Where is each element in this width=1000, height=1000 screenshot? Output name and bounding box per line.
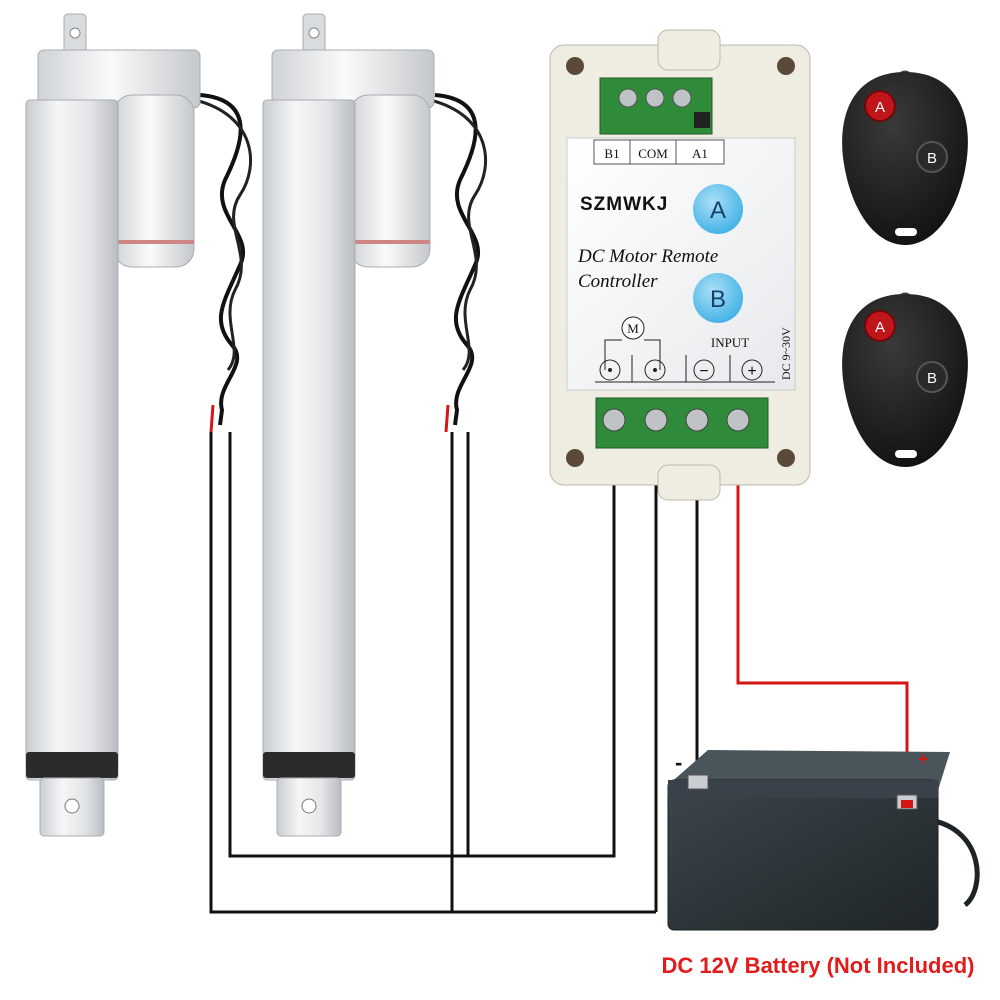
battery-negative-terminal [687, 774, 709, 790]
input-label: INPUT [711, 335, 749, 350]
terminal-screw[interactable] [726, 408, 750, 432]
wire-controller-m2 [468, 430, 616, 858]
remote-2-button-b-label: B [927, 370, 937, 387]
remote-1-button-a-label: A [875, 99, 885, 116]
title-line-2: Controller [578, 271, 658, 292]
controller-button-a[interactable] [693, 184, 743, 234]
actuator-2-cable [434, 93, 480, 426]
battery-plus-label: + [918, 749, 929, 769]
mounting-hole [777, 57, 795, 75]
wire-motor-a [209, 432, 454, 914]
battery-handle [929, 817, 980, 907]
remote-key-fob-1: A B [842, 70, 968, 245]
battery-12v: - + [667, 749, 980, 931]
controller-button-b[interactable] [693, 273, 743, 323]
battery-minus-label: - [675, 750, 682, 775]
mounting-hole [566, 57, 584, 75]
minus-symbol: − [699, 363, 708, 380]
wire-motor-b [228, 432, 470, 858]
title-line-1: DC Motor Remote [577, 246, 718, 267]
motor-symbol [621, 316, 645, 340]
terminal-b1-label: B1 [604, 146, 619, 161]
plus-symbol: + [747, 363, 756, 380]
remote-1-button-b[interactable] [916, 141, 948, 173]
wire-end-red [209, 404, 215, 433]
mounting-hole [777, 449, 795, 467]
battery-caption: DC 12V Battery (Not Included) [662, 953, 975, 978]
remote-2-button-b[interactable] [916, 361, 948, 393]
terminal-screw[interactable] [644, 408, 668, 432]
remote-2-button-a-label: A [875, 319, 885, 336]
controller-button-b-label: B [710, 286, 726, 313]
wire-end-red [444, 404, 450, 433]
remote-1-button-a[interactable] [864, 90, 896, 122]
controller-button-a-label: A [710, 197, 726, 224]
remote-controller-box: B1 COM A1 SZMWKJ A DC Motor Remote Contr… [549, 29, 811, 501]
actuator-1-cable [199, 93, 245, 426]
terminal-screw[interactable] [602, 408, 626, 432]
remote-key-fob-2: A B [842, 292, 968, 467]
linear-actuator-1 [25, 13, 201, 837]
wire-battery-positive [736, 430, 909, 802]
actuator-2-cable-loop [429, 98, 487, 371]
remote-1-button-b-label: B [927, 150, 937, 167]
terminal-a1-label: A1 [692, 146, 708, 161]
remote-2-button-a[interactable] [864, 310, 896, 342]
actuator-1-cable-loop [194, 98, 252, 371]
linear-actuator-2 [262, 13, 435, 837]
terminal-screw[interactable] [685, 408, 709, 432]
motor-symbol-label: M [627, 321, 639, 336]
voltage-label: DC 9~30V [779, 327, 793, 380]
terminal-com-label: COM [638, 146, 668, 161]
brand-label: SZMWKJ [580, 194, 668, 215]
mounting-hole [566, 449, 584, 467]
